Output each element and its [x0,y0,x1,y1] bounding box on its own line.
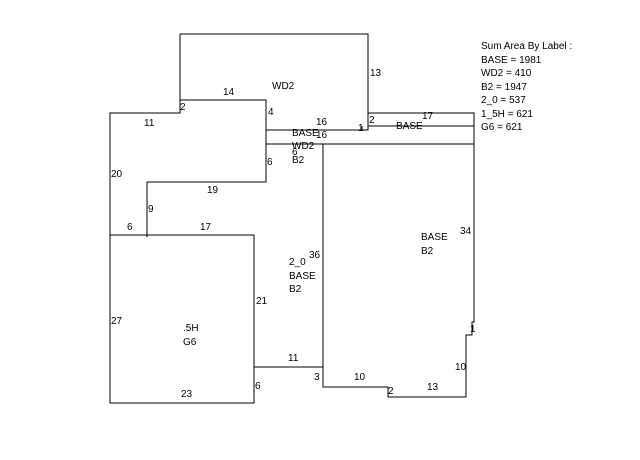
dimension-label: 11 [144,118,155,129]
dimension-label: 2 [388,386,394,397]
dimension-label: 1 [358,123,364,134]
legend-line: B2 = 1947 [481,81,527,93]
dimension-label: 1 [470,324,476,335]
dimension-label: 36 [309,250,321,261]
dimension-labels: 13 14 2 4 11 16 16 2 1 17 20 6 6 19 9 6 … [111,68,476,400]
base-notch-outline [146,143,324,367]
dimension-label: 13 [370,68,382,79]
area-label: .5H [183,323,199,334]
dimension-label: 16 [316,130,328,141]
dimension-label: 3 [314,372,320,383]
area-labels: WD2 BASE BASE WD2 B2 2_0 BASE B2 BASE B2… [183,81,448,348]
dimension-label: 6 [255,381,261,392]
dimension-label: 14 [223,87,235,98]
area-label: B2 [292,155,305,166]
dimension-label: 17 [422,111,434,122]
dimension-label: 6 [267,157,273,168]
legend-line: BASE = 1981 [481,54,542,66]
area-label: G6 [183,337,197,348]
area-label: BASE [396,121,423,132]
sketch-outlines [109,33,475,404]
dimension-label: 21 [256,296,268,307]
legend-line: WD2 = 410 [481,68,532,79]
dimension-label: 27 [111,316,123,327]
area-label: 2_0 [289,257,306,268]
dimension-label: 20 [111,169,123,180]
dimension-label: 9 [148,204,154,215]
dimension-label: 34 [460,226,472,237]
dimension-label: 2 [180,102,186,113]
garage-outline [109,234,255,404]
dimension-label: 4 [268,107,274,118]
base-right-outline [322,144,475,398]
dimension-label: 10 [354,372,366,383]
area-label: BASE [292,128,319,139]
dimension-label: 17 [200,222,212,233]
area-label: WD2 [292,141,315,152]
dimension-label: 11 [288,353,299,364]
dimension-label: 2 [369,115,375,126]
area-label: BASE [289,271,316,282]
dimension-label: 6 [292,147,298,158]
base-strip-outline [265,112,475,145]
dimension-label: 19 [207,185,219,196]
dimension-label: 6 [127,222,133,233]
dimension-label: 13 [427,382,439,393]
area-summary-legend: Sum Area By Label : BASE = 1981 WD2 = 41… [481,40,572,135]
area-label: B2 [421,246,434,257]
legend-line: 2_0 = 537 [481,95,526,106]
legend-line: G6 = 621 [481,122,523,133]
legend-title: Sum Area By Label : [481,41,573,52]
dimension-label: 10 [455,362,467,373]
legend-line: 1_5H = 621 [481,108,533,120]
area-label: WD2 [272,81,295,92]
dimension-label: 16 [316,117,328,128]
area-label: BASE [421,232,448,243]
base-upper-outline [109,100,181,235]
area-label: B2 [289,284,302,295]
dimension-label: 23 [181,389,193,400]
